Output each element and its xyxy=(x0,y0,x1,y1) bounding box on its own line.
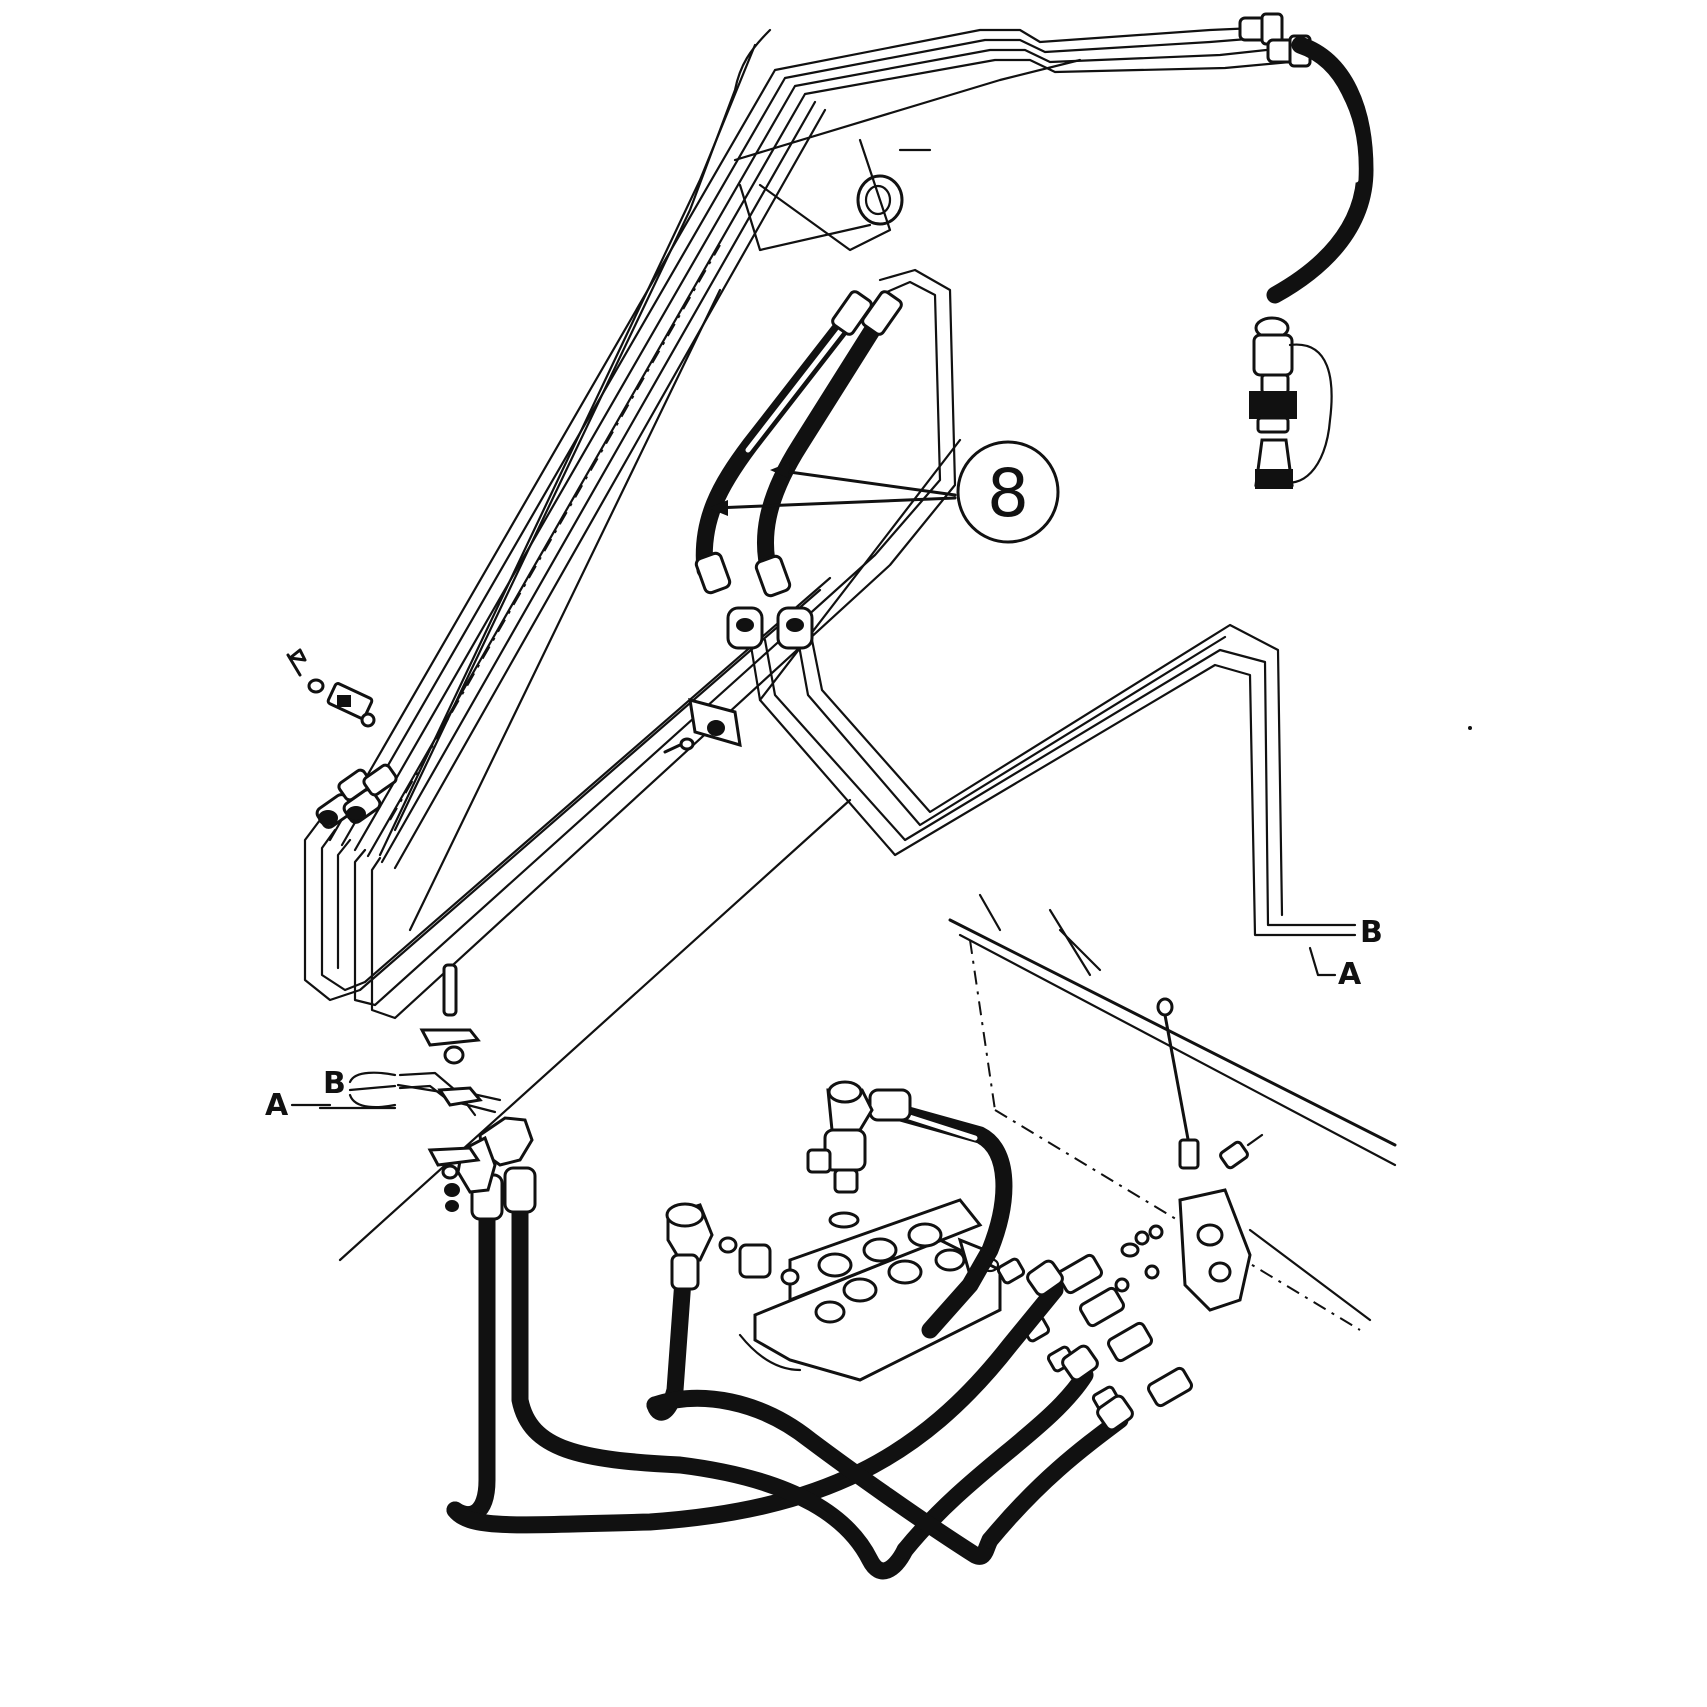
boom-clamp xyxy=(286,648,376,728)
valve-top-fittings xyxy=(806,1080,1013,1339)
stray-dot xyxy=(1468,726,1472,730)
label-upper-a: A xyxy=(1338,957,1362,992)
upper-ab-labels: B A xyxy=(1308,915,1383,992)
hoses-item-8 xyxy=(694,290,903,650)
tractor-frame xyxy=(948,893,1397,1331)
lower-left-junction xyxy=(318,963,534,1212)
control-valve xyxy=(738,1198,1002,1382)
boom-steel-lines xyxy=(328,12,1312,870)
control-rod xyxy=(1156,997,1264,1170)
adapter-fittings xyxy=(996,1253,1193,1413)
lower-ab-labels: A B xyxy=(265,1066,346,1123)
lower-left-fittings xyxy=(315,763,398,829)
label-upper-b: B xyxy=(1360,915,1383,950)
left-pipe-loop xyxy=(286,268,957,1020)
label-lower-b: B xyxy=(323,1066,346,1101)
loader-boom xyxy=(338,28,1082,1262)
right-pipe-run xyxy=(663,623,1357,937)
callout-number: 8 xyxy=(987,455,1029,532)
coupler-hose xyxy=(1266,36,1374,304)
lower-hose-bundle xyxy=(446,1166,1134,1580)
valve-manifold xyxy=(1114,1188,1252,1312)
label-lower-a: A xyxy=(265,1088,289,1123)
valve-left-fittings xyxy=(665,1202,800,1286)
quick-coupler xyxy=(1249,316,1333,489)
callout-8: 8 xyxy=(708,440,1060,544)
callout-circle xyxy=(956,440,1060,544)
